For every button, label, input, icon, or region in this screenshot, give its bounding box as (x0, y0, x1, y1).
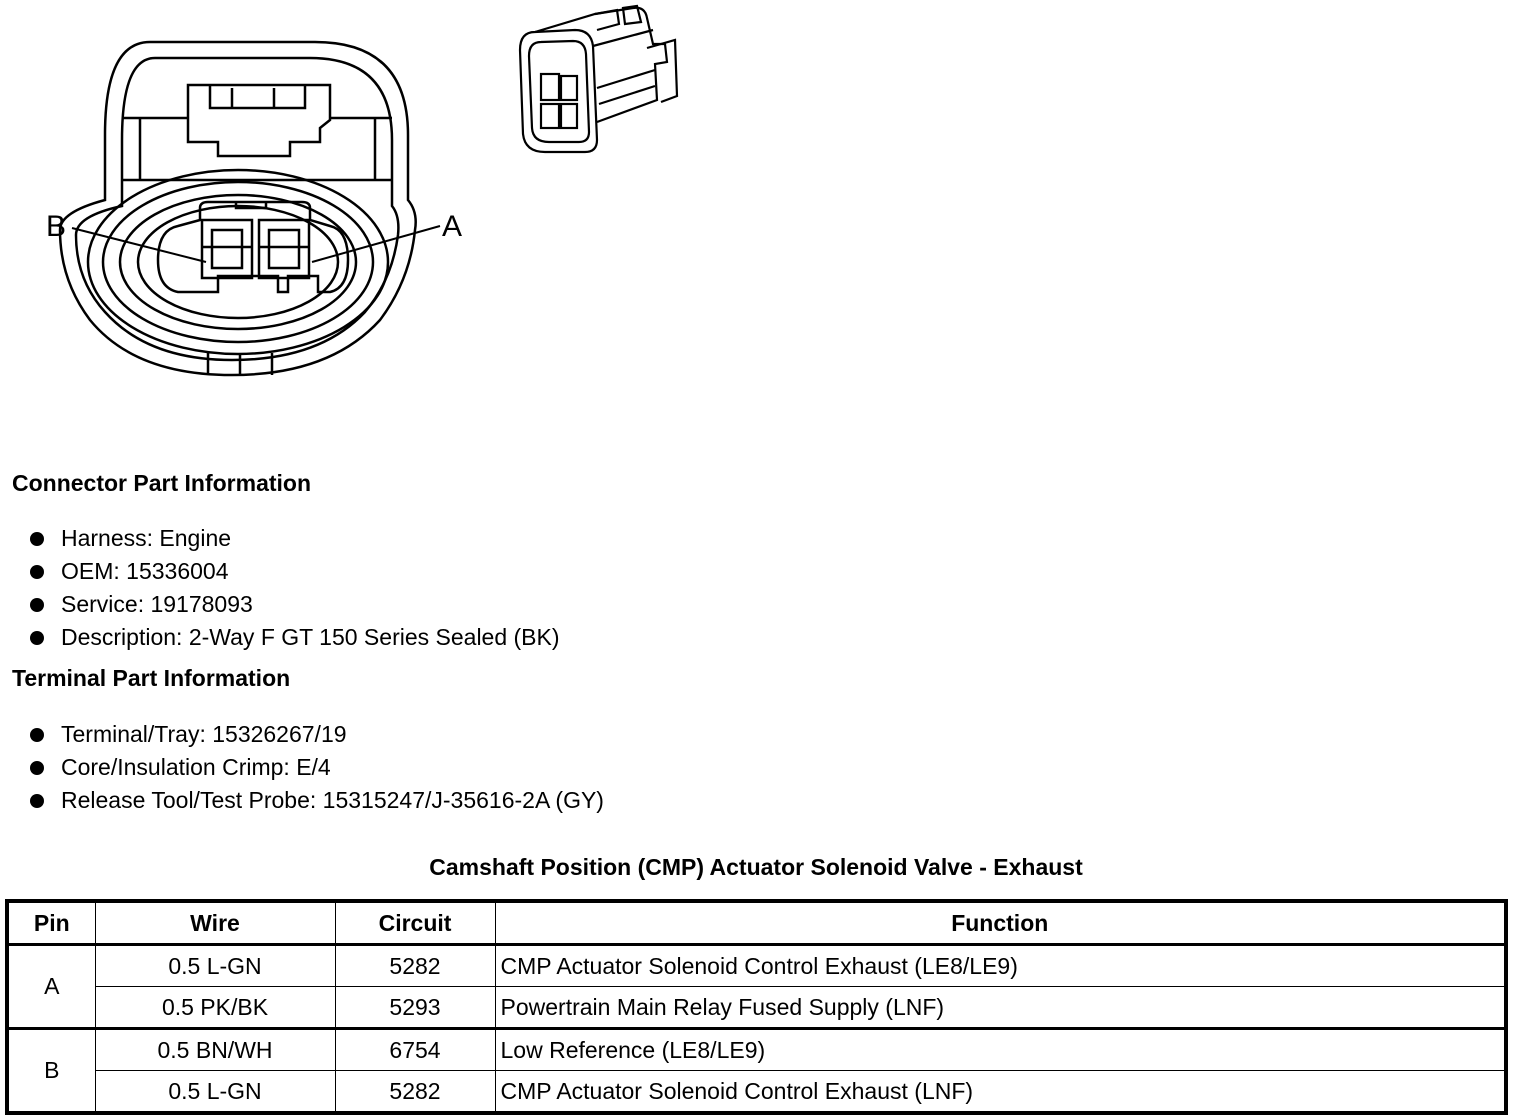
terminal-label-b: B (46, 210, 66, 243)
wire-cell: 0.5 BN/WH (94, 1027, 336, 1071)
bullet-icon (30, 631, 44, 645)
wire-cell: 0.5 L-GN (94, 944, 336, 987)
wire-cell: 0.5 L-GN (94, 1070, 336, 1114)
terminal-label-a: A (442, 210, 462, 243)
pin-column-header: Pin (6, 900, 96, 946)
function-column-header: Function (494, 900, 1507, 946)
terminal-part-information-heading: Terminal Part Information (12, 665, 291, 691)
bullet-icon (30, 728, 44, 742)
table-row: 0.5 L-GN 5282 CMP Actuator Solenoid Cont… (7, 1070, 1507, 1114)
circuit-column-header: Circuit (334, 900, 496, 946)
bullet-icon (30, 532, 44, 546)
circuit-cell: 5293 (334, 986, 496, 1029)
circuit-cell: 5282 (334, 944, 496, 987)
pin-cell: A (6, 944, 96, 1029)
bullet-icon (30, 598, 44, 612)
table-row: B 0.5 BN/WH 6754 Low Reference (LE8/LE9) (6, 1027, 1507, 1114)
wire-cell: 0.5 PK/BK (94, 986, 336, 1029)
function-cell: CMP Actuator Solenoid Control Exhaust (L… (494, 1070, 1507, 1114)
pin-cell: B (6, 1027, 96, 1114)
bullet-icon (30, 565, 44, 579)
circuit-cell: 6754 (334, 1027, 496, 1071)
wire-column-header: Wire (94, 900, 336, 946)
function-cell: Powertrain Main Relay Fused Supply (LNF) (494, 986, 1507, 1029)
connector-face-diagram: B A (46, 40, 462, 377)
table-row: A 0.5 L-GN 5282 CMP Actuator Solenoid Co… (6, 944, 1507, 1029)
circuit-cell: 5282 (334, 1070, 496, 1114)
connector-part-information-heading: Connector Part Information (12, 470, 312, 496)
connector-isometric-diagram (518, 4, 679, 154)
table-header-row: Pin Wire Circuit Function (6, 900, 1507, 946)
table-title: Camshaft Position (CMP) Actuator Solenoi… (429, 854, 1083, 880)
table-row: 0.5 PK/BK 5293 Powertrain Main Relay Fus… (7, 986, 1507, 1029)
function-cell: Low Reference (LE8/LE9) (494, 1027, 1507, 1071)
bullet-icon (30, 794, 44, 808)
function-cell: CMP Actuator Solenoid Control Exhaust (L… (494, 944, 1507, 987)
pinout-table: Pin Wire Circuit Function A 0.5 L-GN 528… (5, 899, 1508, 1115)
bullet-icon (30, 761, 44, 775)
